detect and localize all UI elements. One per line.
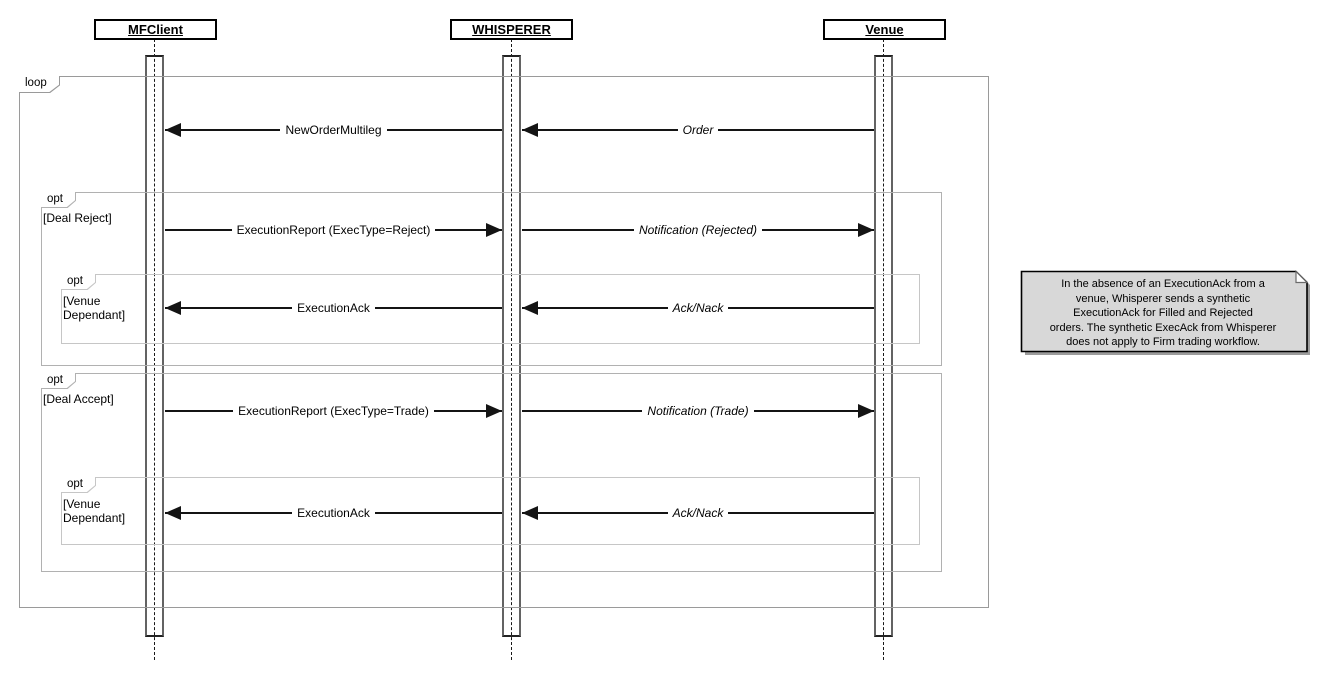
message-acknack-1: Ack/Nack [522,298,874,318]
tab-fill [19,76,59,92]
arrowhead-right-icon [486,404,502,418]
guard-venue-dependant-2: [Venue Dependant] [63,497,135,525]
note-body [1020,270,1308,353]
tab-fill [41,192,75,207]
opt-operator-tab-3: opt [41,373,76,389]
loop-fragment-frame [19,76,989,608]
activation-bar-whisperer [502,55,521,637]
fragment-operator-label: loop [25,76,47,89]
message-label: Notification (Trade) [642,404,754,418]
activation-bar-venue [874,55,893,637]
opt-venue-dependant-frame-2 [61,477,920,545]
guard-deal-accept: [Deal Accept] [43,392,114,407]
fragment-operator-label: opt [47,373,63,386]
message-notification-trade: Notification (Trade) [522,401,874,421]
note-text: In the absence of an ExecutionAck from a… [1028,277,1298,350]
note-text-line: orders. The synthetic ExecAck from Whisp… [1049,321,1277,334]
message-label: Order [677,123,719,137]
message-label: ExecutionAck [292,506,375,520]
lifeline-whisperer [511,39,512,660]
message-acknack-2: Ack/Nack [522,503,874,523]
arrowhead-left-icon [522,301,538,315]
arrowhead-left-icon [165,301,181,315]
message-label: ExecutionReport (ExecType=Reject) [231,223,436,237]
message-newordermultileg: NewOrderMultileg [165,120,502,140]
arrowhead-left-icon [165,123,181,137]
arrowhead-right-icon [858,404,874,418]
message-label: Ack/Nack [667,301,729,315]
opt-operator-tab-1: opt [41,192,76,208]
activation-bar-mfclient [145,55,164,637]
lifeline-venue [883,39,884,660]
guard-deal-reject: [Deal Reject] [43,211,112,226]
message-executionreport-reject: ExecutionReport (ExecType=Reject) [165,220,502,240]
actor-whisperer: WHISPERER [450,19,573,40]
arrowhead-right-icon [486,223,502,237]
loop-operator-tab: loop [19,76,60,93]
actor-mfclient: MFClient [94,19,217,40]
actor-venue: Venue [823,19,946,40]
arrowhead-left-icon [522,123,538,137]
note-shape [1020,270,1310,355]
tab-fill [61,274,95,289]
note-text-line: ExecutionAck for Filled and Rejected [1073,307,1253,320]
opt-venue-dependant-frame-1 [61,274,920,344]
tab-fill [41,373,75,388]
note-fold-corner-icon [1295,270,1309,284]
fragment-operator-label: opt [47,192,63,205]
lifeline-mfclient [154,39,155,660]
note-text-line: venue, Whisperer sends a synthetic [1075,292,1251,305]
message-label: ExecutionAck [292,301,375,315]
guard-venue-dependant-1: [Venue Dependant] [63,294,135,322]
arrowhead-left-icon [165,506,181,520]
note-synthetic-executionack: In the absence of an ExecutionAck from a… [1020,270,1312,356]
message-executionreport-trade: ExecutionReport (ExecType=Trade) [165,401,502,421]
note-text-line: In the absence of an ExecutionAck from a [1061,278,1265,290]
opt-operator-tab-2: opt [61,274,96,290]
message-label: Notification (Rejected) [633,223,763,237]
message-order: Order [522,120,874,140]
arrowhead-right-icon [858,223,874,237]
fragment-operator-label: opt [67,274,83,287]
note-text-line: does not apply to Firm trading workflow. [1066,336,1260,349]
tab-fill [61,477,95,492]
message-label: Ack/Nack [667,506,729,520]
arrowhead-left-icon [522,506,538,520]
fragment-operator-label: opt [67,477,83,490]
message-executionack-2: ExecutionAck [165,503,502,523]
message-label: NewOrderMultileg [280,123,387,137]
message-executionack-1: ExecutionAck [165,298,502,318]
opt-operator-tab-4: opt [61,477,96,493]
message-label: ExecutionReport (ExecType=Trade) [233,404,434,418]
opt-deal-reject-frame [41,192,942,366]
message-notification-rejected: Notification (Rejected) [522,220,874,240]
opt-deal-accept-frame [41,373,942,572]
